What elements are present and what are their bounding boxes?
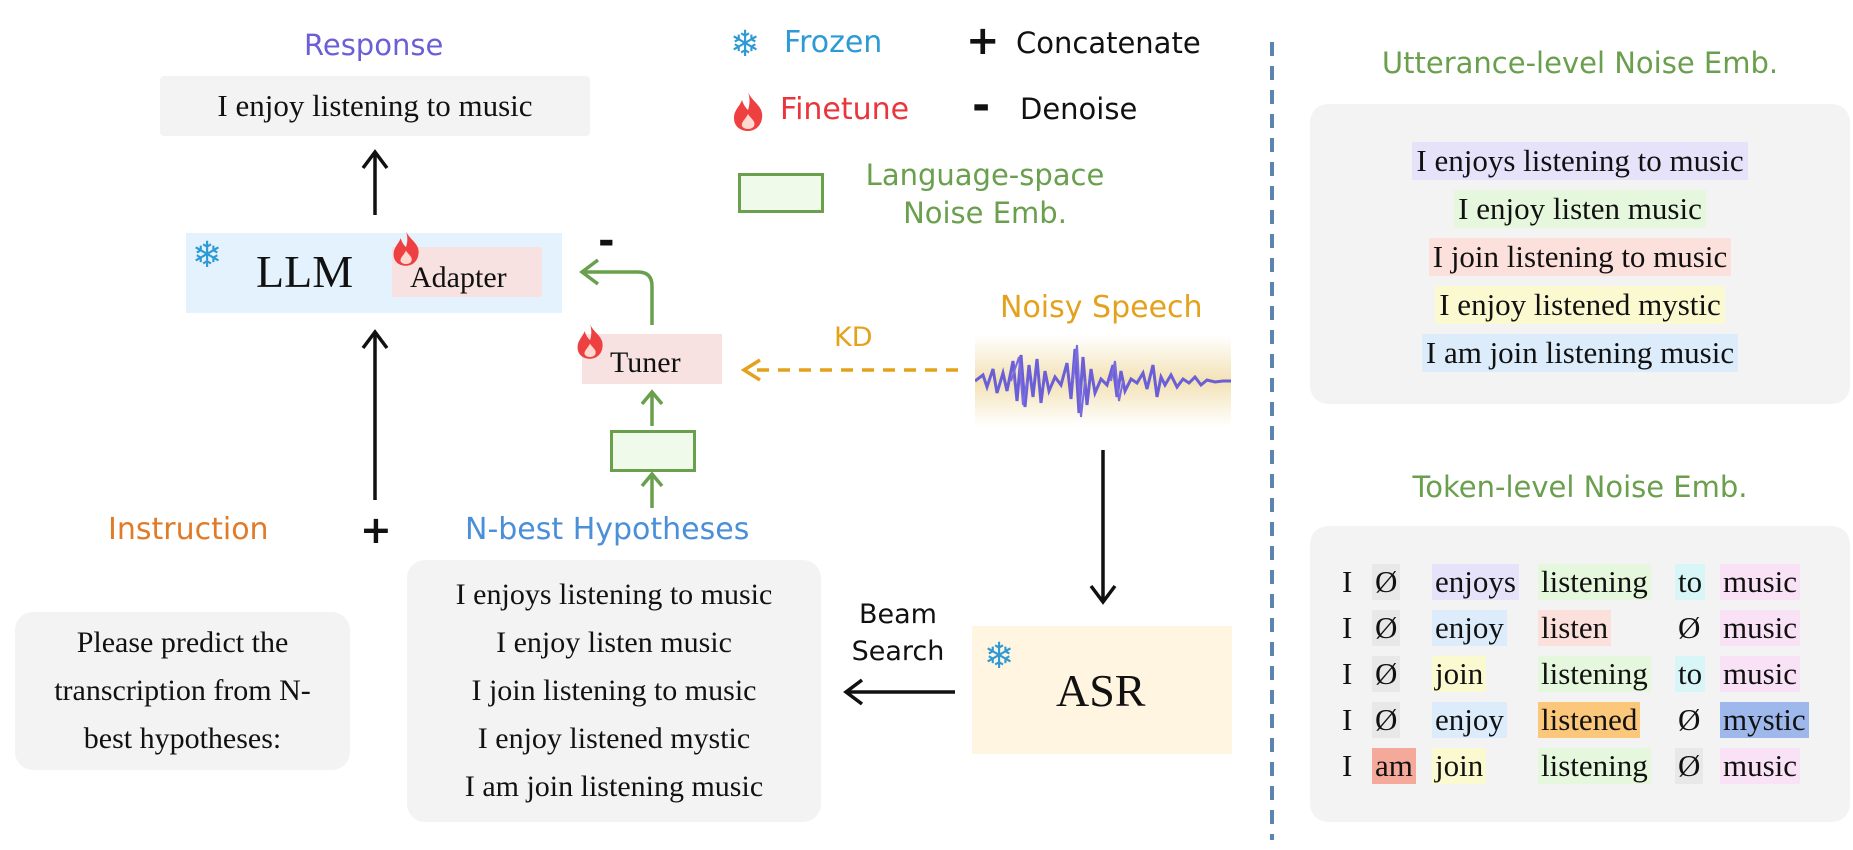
token: enjoy — [1432, 610, 1507, 646]
nbest-title: N-best Hypotheses — [465, 512, 750, 547]
hypotheses-box: I enjoys listening to music I enjoy list… — [407, 560, 821, 822]
token: I — [1342, 748, 1353, 783]
token: am — [1372, 748, 1416, 784]
token: listening — [1538, 748, 1651, 784]
snowflake-icon: ❄ — [192, 235, 223, 276]
flame-icon — [390, 229, 422, 271]
token: join — [1432, 656, 1487, 692]
arrow-kd — [740, 358, 958, 382]
token: music — [1720, 610, 1801, 646]
utterance-box: I enjoys listening to music I enjoy list… — [1310, 104, 1850, 404]
token-title: Token-level Noise Emb. — [1412, 470, 1748, 504]
token: I — [1342, 564, 1353, 599]
instruction-line-3: best hypotheses: — [83, 722, 282, 755]
snowflake-icon: ❄ — [730, 24, 761, 65]
token: Ø — [1372, 610, 1401, 646]
token-box: I Ø enjoys listening to music I Ø enjoy … — [1310, 526, 1850, 822]
beam-search-label: Beam Search — [848, 596, 948, 670]
token: enjoys — [1432, 564, 1519, 600]
tuner-label: Tuner — [610, 346, 681, 379]
utterance-3: I join listening to music — [1428, 238, 1732, 276]
legend-noise-emb: Language-space Noise Emb. — [860, 156, 1110, 232]
denoise-mark: - — [598, 218, 615, 264]
utterance-5: I am join listening music — [1421, 334, 1739, 372]
hypothesis-2: I enjoy listen music — [496, 626, 732, 659]
utterance-title: Utterance-level Noise Emb. — [1381, 46, 1779, 80]
hypothesis-5: I am join listening music — [464, 770, 764, 803]
legend-denoise: Denoise — [1020, 92, 1138, 126]
legend: ❄ Frozen Finetune + Concatenate - Denois… — [730, 18, 1230, 232]
arrow-speech-to-asr — [1089, 450, 1117, 605]
legend-frozen: Frozen — [784, 25, 883, 60]
token: I — [1342, 656, 1353, 691]
arrow-emb-to-tuner — [640, 389, 664, 426]
arrow-instruction-to-llm — [361, 329, 389, 500]
token: Ø — [1678, 610, 1701, 645]
arrow-tuner-to-adapter — [579, 258, 654, 325]
token: to — [1675, 656, 1706, 692]
token: music — [1720, 748, 1801, 784]
noise-emb-box — [610, 430, 696, 472]
instruction-box: Please predict the transcription from N-… — [15, 612, 350, 770]
denoise-symbol: - — [972, 80, 991, 131]
token: listening — [1538, 656, 1651, 692]
token: join — [1432, 748, 1487, 784]
response-title: Response — [304, 28, 444, 62]
token: music — [1720, 656, 1801, 692]
instruction-title: Instruction — [108, 512, 269, 547]
token: listened — [1538, 702, 1641, 738]
token: I — [1342, 702, 1353, 737]
legend-noise-emb-line2: Noise Emb. — [903, 196, 1067, 230]
waveform-image — [974, 335, 1231, 427]
token: Ø — [1372, 656, 1401, 692]
adapter-label: Adapter — [410, 261, 507, 294]
token: to — [1675, 564, 1706, 600]
kd-label: KD — [834, 322, 873, 353]
instruction-line-2: transcription from N- — [54, 674, 311, 707]
legend-noise-emb-line1: Language-space — [865, 158, 1105, 192]
hypothesis-3: I join listening to music — [471, 674, 757, 707]
utterance-2: I enjoy listen music — [1454, 190, 1706, 228]
legend-concatenate: Concatenate — [1016, 26, 1201, 60]
noisy-speech-title: Noisy Speech — [1000, 290, 1203, 325]
arrow-nbest-to-emb — [640, 471, 664, 508]
llm-block: ❄ LLM Adapter — [186, 231, 562, 313]
llm-label: LLM — [256, 246, 354, 297]
concat-symbol: + — [966, 18, 1000, 64]
token: Ø — [1372, 564, 1401, 600]
hypothesis-4: I enjoy listened mystic — [477, 722, 751, 755]
flame-icon — [574, 322, 606, 364]
legend-finetune: Finetune — [780, 92, 910, 127]
utterance-4: I enjoy listened mystic — [1435, 286, 1725, 324]
token: listening — [1538, 564, 1651, 600]
plus-symbol: + — [360, 508, 392, 552]
token: Ø — [1372, 702, 1401, 738]
arrow-llm-to-response — [361, 149, 389, 215]
token: Ø — [1675, 748, 1704, 784]
arrow-beam-search — [843, 678, 955, 706]
token: enjoy — [1432, 702, 1507, 738]
asr-box: ❄ ASR — [972, 626, 1232, 754]
snowflake-icon: ❄ — [984, 636, 1015, 677]
response-text: I enjoy listening to music — [217, 88, 533, 123]
token: listen — [1538, 610, 1612, 646]
utterance-1: I enjoys listening to music — [1412, 142, 1748, 180]
beam-line-2: Search — [851, 636, 945, 667]
tuner-box — [582, 334, 722, 384]
token: I — [1342, 610, 1353, 645]
instruction-line-1: Please predict the — [76, 626, 289, 659]
hypothesis-1: I enjoys listening to music — [455, 578, 773, 611]
token: Ø — [1678, 702, 1701, 737]
response-box: I enjoy listening to music — [160, 76, 590, 136]
token: music — [1720, 564, 1801, 600]
beam-line-1: Beam — [859, 599, 937, 630]
noise-emb-swatch — [738, 173, 824, 213]
flame-icon — [730, 90, 766, 136]
token: mystic — [1720, 702, 1809, 738]
asr-label: ASR — [1056, 665, 1146, 716]
